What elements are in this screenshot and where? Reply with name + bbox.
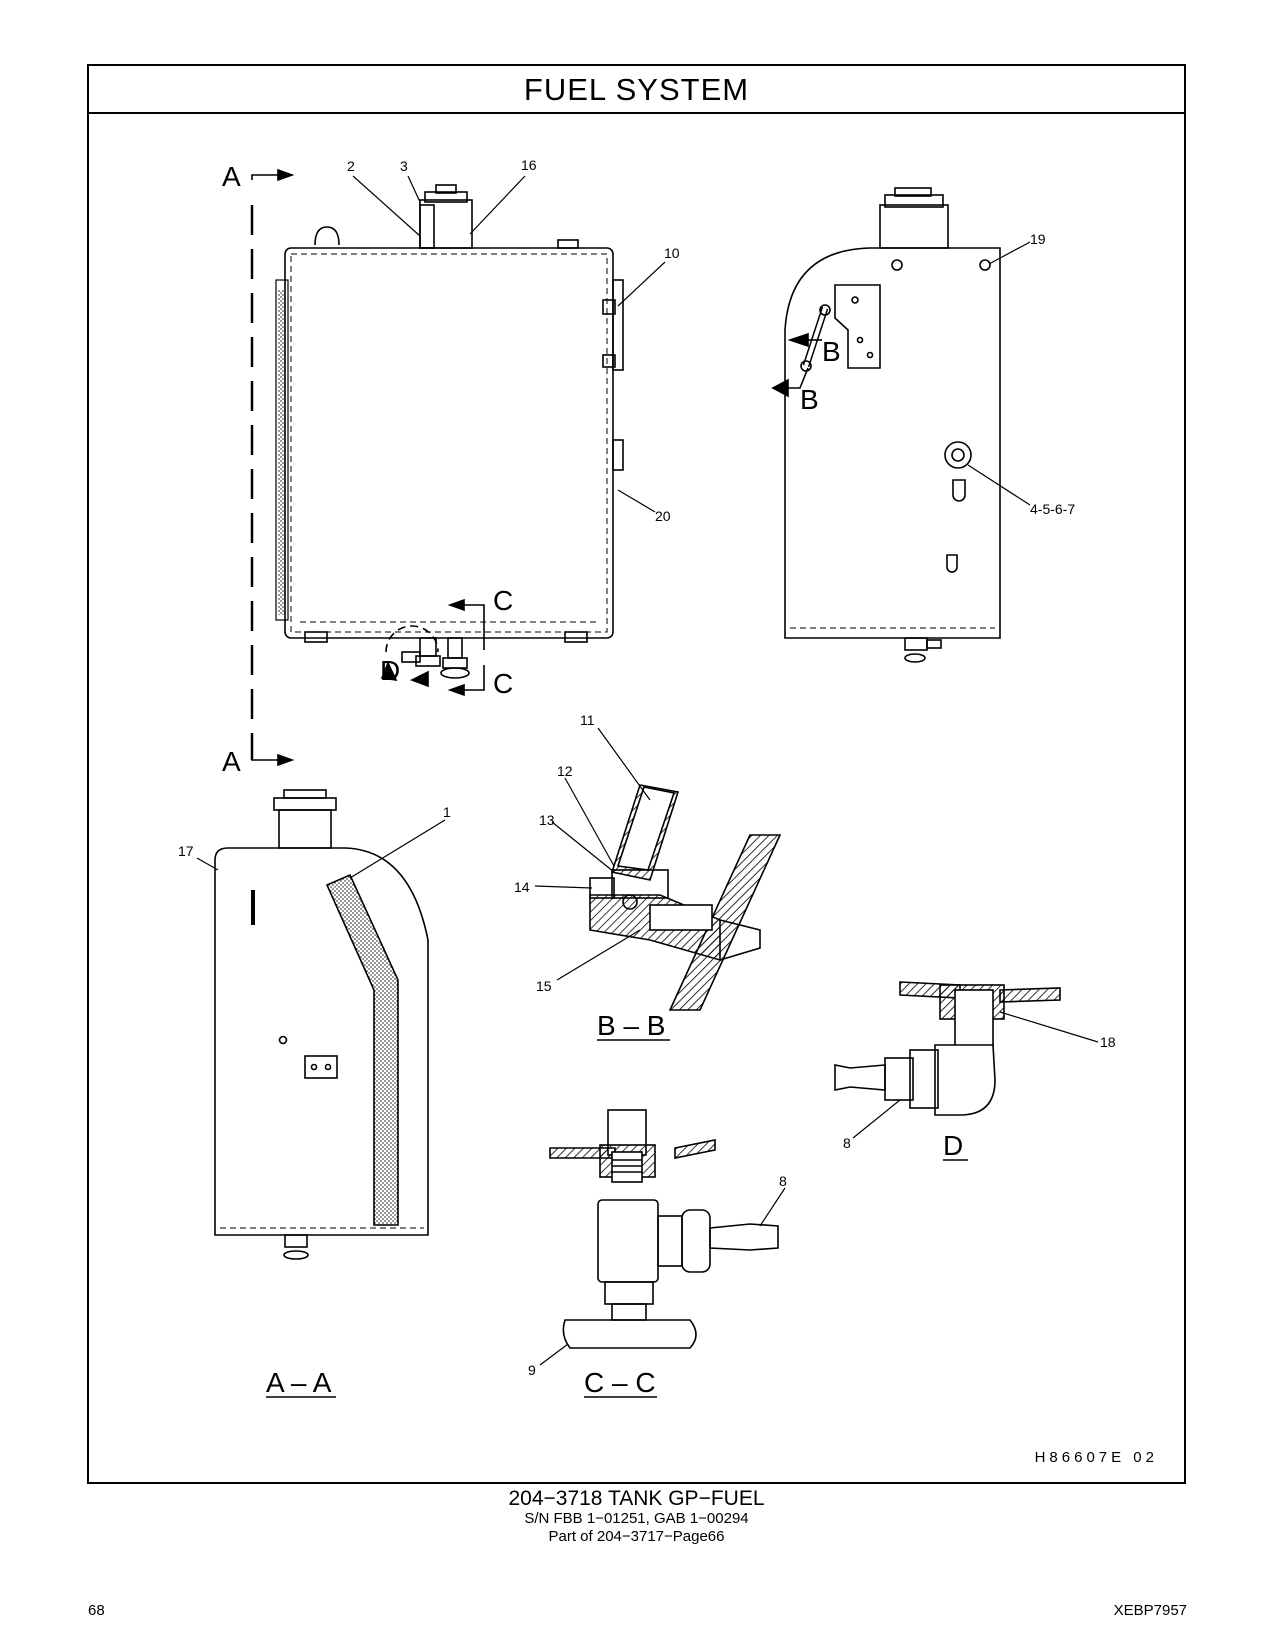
- view-label-d: D: [943, 1130, 963, 1161]
- callout-14: 14: [514, 879, 530, 895]
- callout-2: 2: [347, 158, 355, 174]
- page-title: FUEL SYSTEM: [89, 66, 1184, 114]
- callout-labels: 2 3 16 10 20 19 4-5-6-7 1 17 11 12 13 14…: [178, 157, 1116, 1378]
- section-marks: A A B B C C D: [222, 161, 841, 777]
- callout-12: 12: [557, 763, 573, 779]
- drawing-frame: FUEL SYSTEM H86607E 02: [87, 64, 1186, 1484]
- section-line-a: [250, 168, 295, 767]
- section-mark-b-upper: B: [822, 336, 841, 367]
- callout-8-view-d: 8: [843, 1135, 851, 1151]
- callout-15: 15: [536, 978, 552, 994]
- callout-3: 3: [400, 158, 408, 174]
- callout-8-view-c: 8: [779, 1173, 787, 1189]
- caption-title: 204−3718 TANK GP−FUEL: [508, 1487, 765, 1510]
- view-b-b: [589, 784, 782, 1011]
- figure-code: H86607E 02: [1034, 1449, 1158, 1466]
- view-d: [834, 981, 1061, 1116]
- callout-10: 10: [664, 245, 680, 261]
- callout-20: 20: [655, 508, 671, 524]
- page-number: 68: [88, 1602, 105, 1619]
- view-label-b-b: B – B: [597, 1010, 665, 1041]
- view-labels: A – A B – B C – C D: [266, 1010, 968, 1398]
- section-mark-b-lower: B: [800, 384, 819, 415]
- caption-parent-reference: Part of 204−3717−Page66: [548, 1528, 725, 1545]
- tank-side-view: [771, 187, 1001, 663]
- callout-9: 9: [528, 1362, 536, 1378]
- caption-serial-numbers: S/N FBB 1−01251, GAB 1−00294: [524, 1510, 749, 1527]
- section-mark-c-upper: C: [493, 585, 513, 616]
- view-c-c: [549, 1109, 779, 1349]
- document-id: XEBP7957: [1113, 1602, 1187, 1619]
- view-a-a: [214, 789, 429, 1260]
- callout-4-5-6-7: 4-5-6-7: [1030, 501, 1075, 517]
- section-mark-d: D: [380, 655, 400, 686]
- section-mark-a-top: A: [222, 161, 241, 192]
- callout-11: 11: [580, 712, 595, 728]
- section-mark-c-lower: C: [493, 668, 513, 699]
- callout-13: 13: [539, 812, 555, 828]
- callout-19: 19: [1030, 231, 1046, 247]
- callout-17: 17: [178, 843, 194, 859]
- callout-16: 16: [521, 157, 537, 173]
- view-label-c-c: C – C: [584, 1367, 656, 1398]
- leader-lines: [196, 175, 1099, 1366]
- section-mark-a-bottom: A: [222, 746, 241, 777]
- view-label-a-a: A – A: [266, 1367, 332, 1398]
- callout-18: 18: [1100, 1034, 1116, 1050]
- callout-1: 1: [443, 804, 451, 820]
- tank-front-view: [275, 184, 624, 697]
